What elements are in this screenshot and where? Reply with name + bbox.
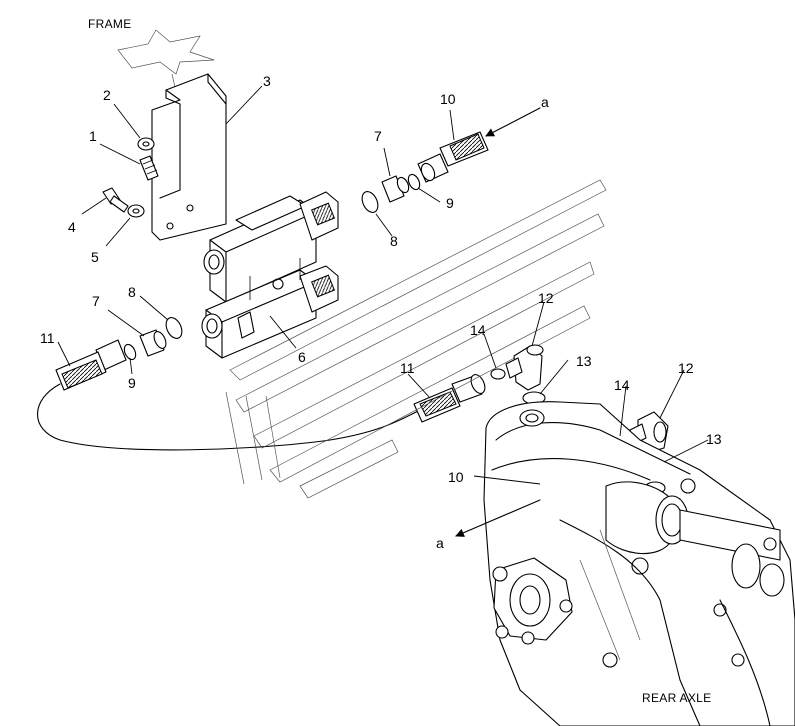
oring-9-top	[407, 173, 421, 191]
callout-9-left: 9	[128, 375, 136, 391]
callout-7-left: 7	[92, 293, 100, 309]
callout-a-top: a	[541, 94, 549, 110]
frame-caption: FRAME	[88, 17, 132, 31]
hose-end-10-top	[417, 131, 489, 183]
bolt-4	[102, 187, 129, 213]
callout-9-top: 9	[446, 195, 454, 211]
background-logo	[225, 179, 607, 499]
washer-5	[127, 204, 145, 218]
callout-13-a: 13	[576, 353, 592, 369]
leader-lines	[57, 85, 709, 485]
callout-4: 4	[68, 219, 76, 235]
callout-8-left: 8	[128, 284, 136, 300]
oring-8-left	[165, 317, 183, 339]
callout-12-b: 12	[678, 360, 694, 376]
washer-2	[137, 137, 155, 151]
bolt-1	[139, 155, 159, 181]
oring-9-left	[123, 343, 137, 361]
rear-axle-caption: REAR AXLE	[642, 691, 711, 705]
hose-end-11-mid	[413, 374, 486, 423]
callout-1: 1	[89, 128, 97, 144]
hydraulic-hose	[36, 383, 421, 451]
callout-a-bottom: a	[436, 535, 444, 551]
solenoid-valve-block	[201, 191, 339, 359]
callout-6: 6	[298, 349, 306, 365]
callout-7-top: 7	[374, 128, 382, 144]
hose-end-11-left	[55, 339, 127, 391]
callout-2: 2	[103, 87, 111, 103]
oring-8-top	[361, 191, 379, 213]
callout-8-top: 8	[390, 233, 398, 249]
elbow-12-b	[629, 411, 669, 453]
callout-10-bottom: 10	[448, 469, 464, 485]
callout-13-b: 13	[706, 431, 722, 447]
adapter-7-top	[381, 175, 410, 203]
callout-14-b: 14	[614, 377, 630, 393]
callout-11-left: 11	[40, 330, 55, 346]
callout-10-top: 10	[440, 91, 456, 107]
callout-3: 3	[263, 73, 271, 89]
rear-axle-housing	[483, 401, 795, 726]
elbow-12-a	[505, 344, 544, 391]
flow-arrow-top	[485, 107, 541, 137]
mounting-bracket	[151, 73, 227, 241]
adapter-7-left	[139, 329, 167, 357]
callout-12-a: 12	[538, 290, 554, 306]
flow-arrow-bottom	[455, 499, 541, 537]
callout-11-mid: 11	[400, 360, 415, 376]
callout-5: 5	[91, 249, 99, 265]
callout-14-a: 14	[470, 322, 486, 338]
oring-14-a	[490, 368, 506, 380]
